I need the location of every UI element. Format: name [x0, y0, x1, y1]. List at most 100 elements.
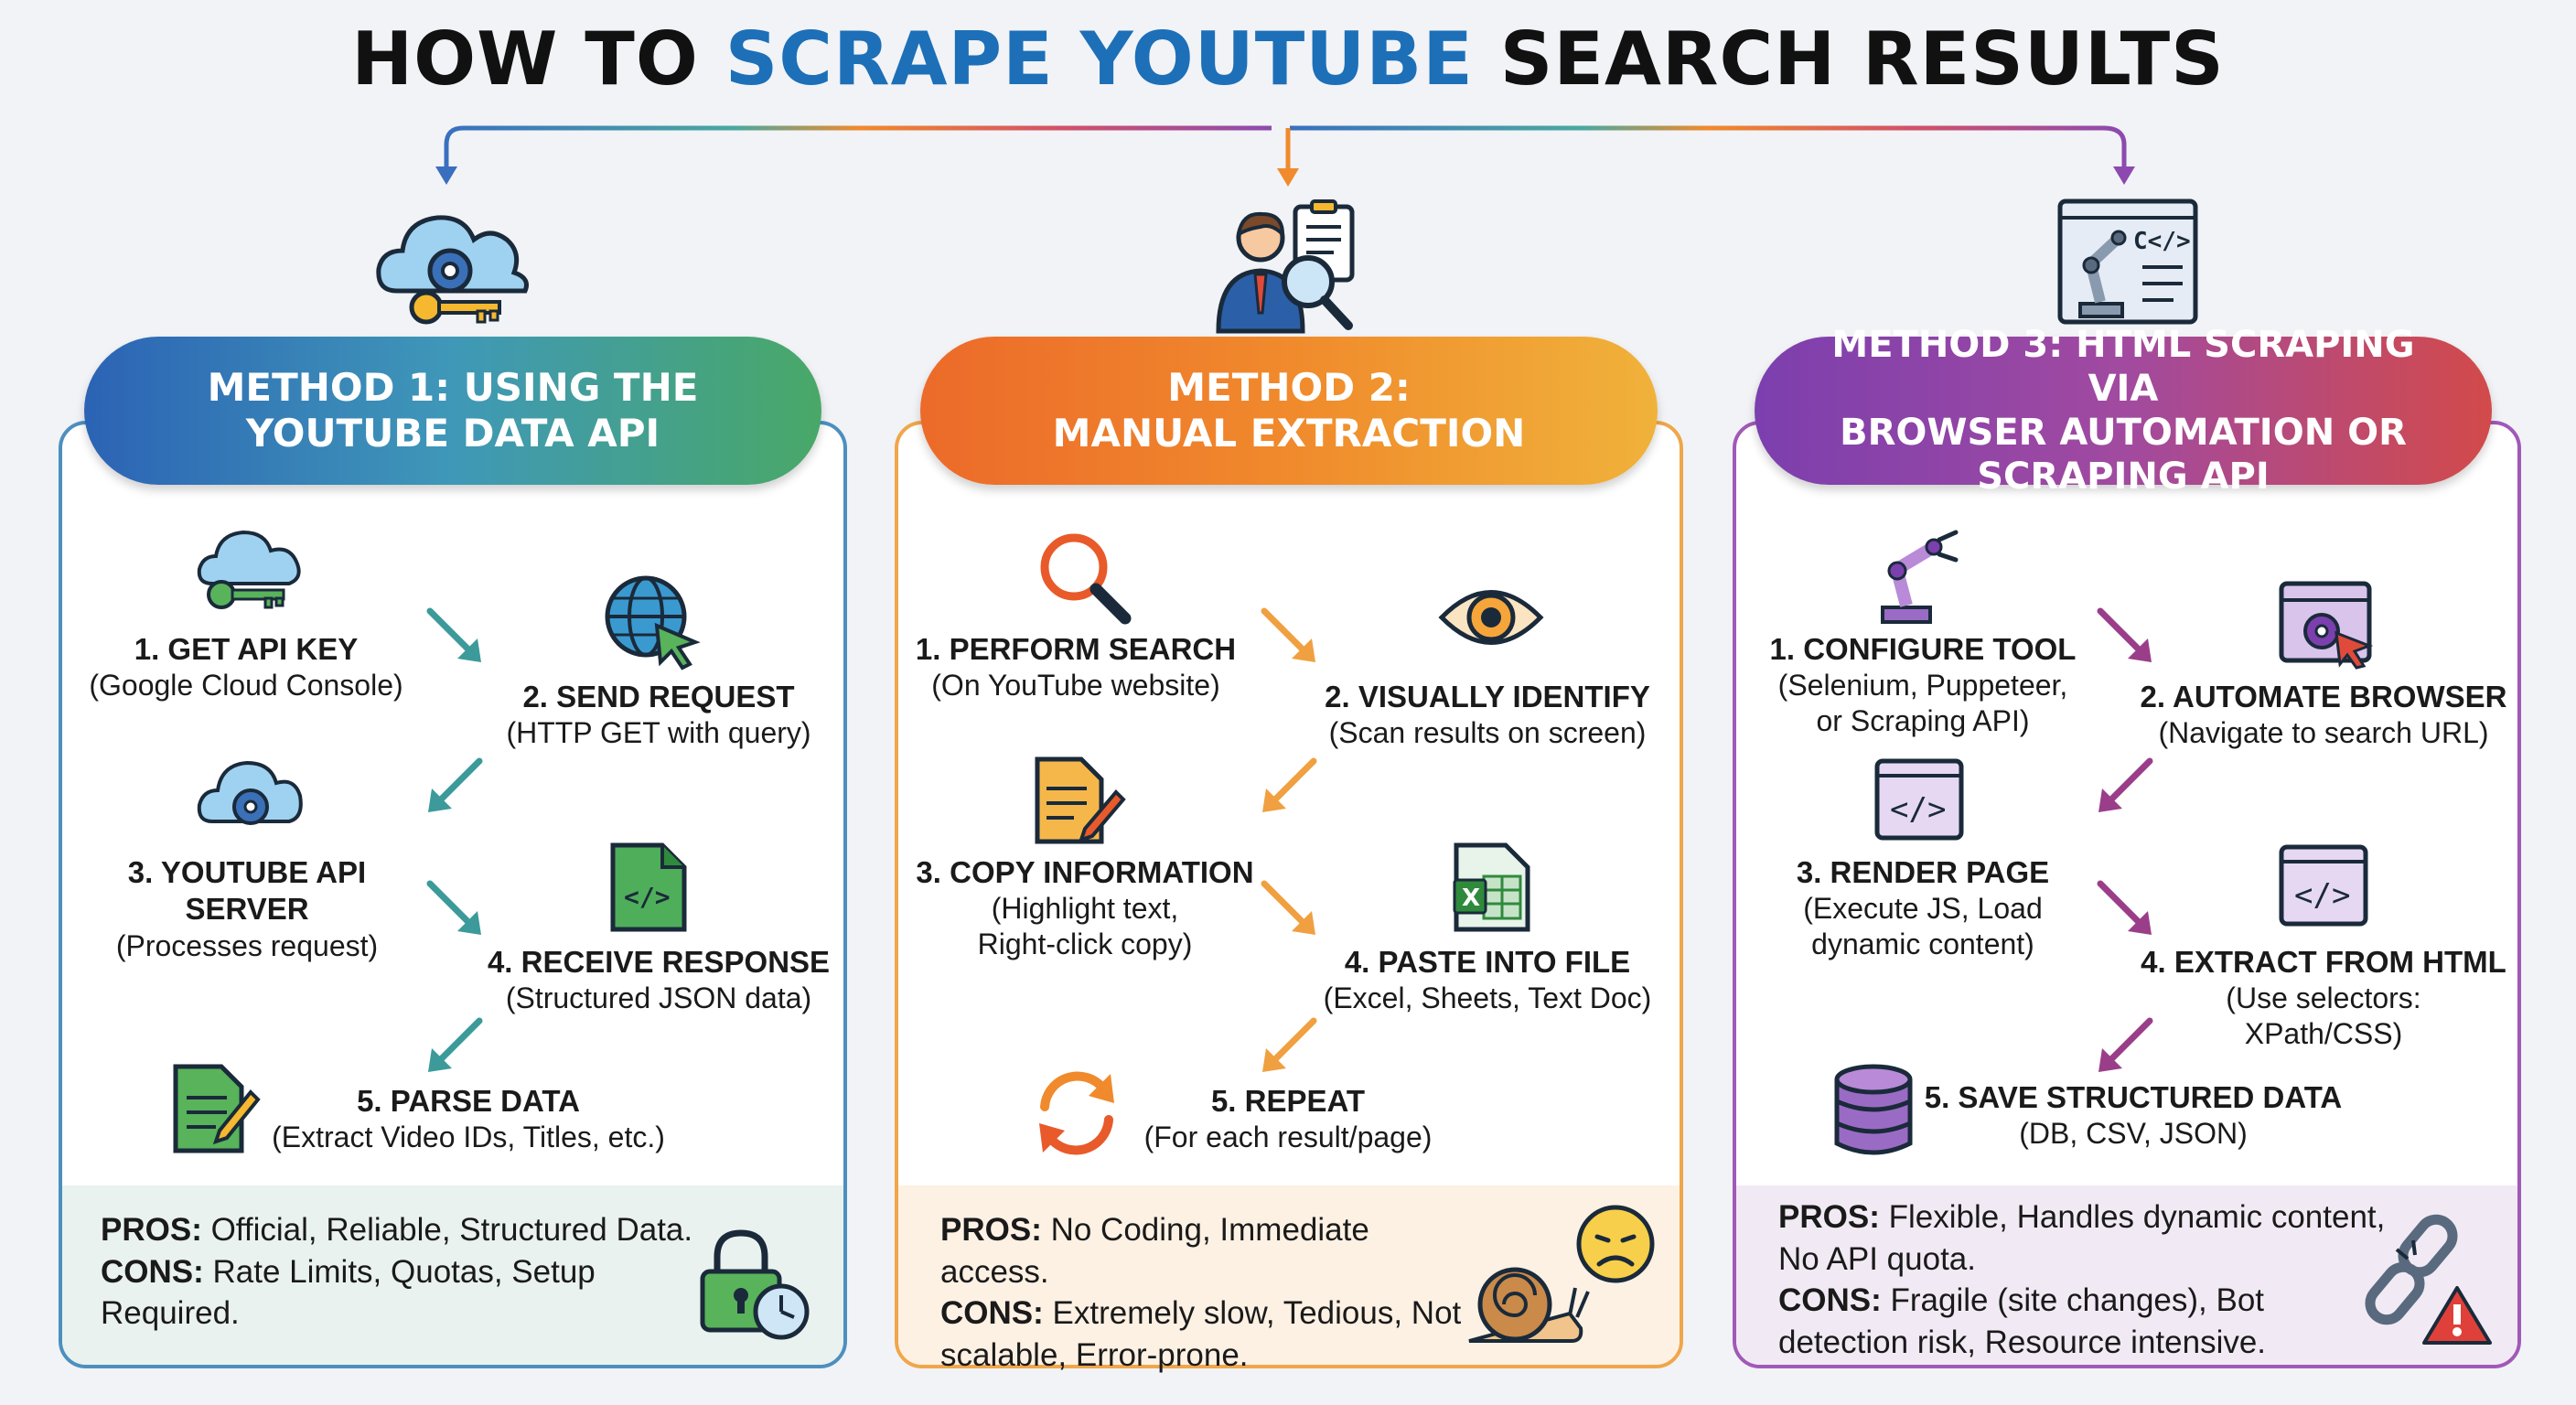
step-description: (Scan results on screen) [1328, 716, 1647, 750]
step-title: 1. GET API KEY [134, 632, 359, 666]
globe-cursor-icon [605, 575, 701, 670]
database-icon [1834, 1064, 1913, 1155]
method-3-pros-cons: PROS: Flexible, Handles dynamic content,… [1778, 1196, 2400, 1376]
arrow-down-left-icon [1262, 757, 1317, 812]
svg-text:C</>: C</> [2133, 228, 2191, 255]
method-2-step-1: 1. PERFORM SEARCH(On YouTube website) [902, 631, 1250, 703]
method-1-step-5: 5. PARSE DATA(Extract Video IDs, Titles,… [240, 1083, 697, 1155]
method-2-header-line: MANUAL EXTRACTION [1052, 411, 1526, 456]
step-description: (Processes request) [115, 928, 379, 962]
lock-clock-icon [700, 1229, 810, 1340]
eye-icon [1438, 590, 1544, 645]
cloud-gear-icon [197, 760, 303, 825]
method-2-header: METHOD 2:MANUAL EXTRACTION [920, 337, 1658, 485]
step-description: (Excel, Sheets, Text Doc) [1323, 981, 1652, 1015]
step-description: (Selenium, Puppeteer, [1777, 669, 2068, 702]
method-2-step-4: 4. PASTE INTO FILE(Excel, Sheets, Text D… [1304, 944, 1670, 1016]
title-highlight: SCRAPE YOUTUBE [724, 16, 1474, 102]
robot-arm-icon [1881, 530, 1959, 624]
arrow-down-right-icon [1261, 607, 1315, 662]
method-1-pros-cons: PROS: Official, Reliable, Structured Dat… [101, 1209, 723, 1389]
pros-text: No Coding, Immediate access. [940, 1212, 1369, 1290]
method-3-header-line: METHOD 3: HTML SCRAPING VIA [1831, 324, 2415, 410]
pros-line: PROS: Official, Reliable, Structured Dat… [101, 1209, 723, 1251]
step-title: 1. PERFORM SEARCH [915, 632, 1237, 666]
step-description: (Highlight text, [991, 892, 1179, 926]
svg-text:</>: </> [624, 882, 671, 912]
title-connectors [435, 125, 2135, 187]
step-title: 3. RENDER PAGE [1796, 855, 2050, 889]
step-description: (Extract Video IDs, Titles, etc.) [272, 1121, 665, 1154]
pros-label: PROS: [1778, 1199, 1880, 1235]
magnifier-icon [1040, 533, 1132, 625]
browser-gear-icon [2279, 581, 2374, 670]
method-1-header-line: YOUTUBE DATA API [245, 411, 660, 456]
page-title: HOW TO SCRAPE YOUTUBE SEARCH RESULTS [0, 16, 2576, 102]
step-description: (For each result/page) [1143, 1121, 1433, 1154]
method-2-step-2: 2. VISUALLY IDENTIFY(Scan results on scr… [1304, 679, 1670, 751]
step-title: 1. CONFIGURE TOOL [1769, 632, 2077, 666]
step-title: 4. PASTE INTO FILE [1344, 945, 1631, 979]
step-title: 2. AUTOMATE BROWSER [2140, 680, 2507, 713]
pros-label: PROS: [101, 1212, 202, 1248]
step-title: 3. COPY INFORMATION [916, 855, 1254, 889]
cons-label: CONS: [101, 1253, 204, 1290]
arrow-down-left-icon [428, 757, 483, 812]
code-file-icon: </> [610, 842, 687, 932]
method-3-step-5: 5. SAVE STRUCTURED DATA(DB, CSV, JSON) [1914, 1079, 2353, 1152]
method-3-header-line: BROWSER AUTOMATION OR [1840, 412, 2407, 454]
step-description: (Use selectors: [2226, 981, 2421, 1015]
step-description: (DB, CSV, JSON) [2019, 1117, 2248, 1151]
arrow-down-left-icon [2098, 757, 2153, 812]
title-suffix: SEARCH RESULTS [1473, 16, 2225, 102]
step-title: 2. SEND REQUEST [522, 680, 795, 713]
cons-line: CONS: Rate Limits, Quotas, Setup Require… [101, 1251, 723, 1335]
method-1-step-3: 3. YOUTUBE API SERVER(Processes request) [64, 854, 430, 964]
step-description: Right-click copy) [977, 928, 1193, 961]
step-title: 4. EXTRACT FROM HTML [2141, 945, 2506, 979]
title-prefix: HOW TO [351, 16, 725, 102]
excel-file-icon: X [1453, 842, 1530, 932]
document-pen-icon [1035, 756, 1126, 844]
method-2-step-5: 5. REPEAT(For each result/page) [1123, 1083, 1453, 1155]
step-description: (Execute JS, Load [1803, 892, 2043, 926]
arrow-down-left-icon [428, 1017, 483, 1072]
document-pencil-icon [173, 1064, 261, 1153]
method-2-header-line: METHOD 2: [1167, 364, 1411, 410]
broken-chain-warning-icon [2365, 1214, 2492, 1345]
arrow-down-left-icon [1262, 1017, 1317, 1072]
step-description: (Navigate to search URL) [2158, 716, 2489, 750]
robot-arm-code-screen-icon: C</> [2057, 198, 2198, 325]
cons-line: CONS: Fragile (site changes), Bot detect… [1778, 1280, 2400, 1363]
snail-sad-face-icon [1468, 1205, 1655, 1343]
method-1-step-1: 1. GET API KEY(Google Cloud Console) [59, 631, 434, 703]
cons-label: CONS: [1778, 1282, 1882, 1318]
arrow-down-right-icon [1261, 880, 1315, 935]
step-description: (Structured JSON data) [505, 981, 812, 1015]
method-3-step-4: 4. EXTRACT FROM HTML(Use selectors:XPath… [2131, 944, 2516, 1052]
svg-text:X: X [1462, 885, 1480, 912]
step-description: dynamic content) [1811, 928, 2034, 961]
code-window-icon: </> [2279, 844, 2368, 927]
arrow-down-right-icon [426, 607, 481, 662]
method-2-pros-cons: PROS: No Coding, Immediate access. CONS:… [940, 1209, 1480, 1389]
code-window-icon: </> [1874, 758, 1964, 841]
pros-text: Flexible, Handles dynamic content, No AP… [1778, 1199, 2386, 1277]
cons-line: CONS: Extremely slow, Tedious, Not scala… [940, 1292, 1480, 1376]
method-1-header-line: METHOD 1: USING THE [207, 364, 699, 410]
cons-text: Fragile (site changes), Bot detection ri… [1778, 1282, 2267, 1360]
pros-line: PROS: No Coding, Immediate access. [940, 1209, 1480, 1292]
step-description: (Google Cloud Console) [89, 669, 403, 702]
cons-label: CONS: [940, 1295, 1044, 1331]
arrow-down-right-icon [426, 880, 481, 935]
method-3-step-2: 2. AUTOMATE BROWSER(Navigate to search U… [2131, 679, 2516, 751]
step-description: (On YouTube website) [931, 669, 1220, 702]
refresh-icon [1039, 1071, 1114, 1155]
arrow-down-left-icon [2098, 1017, 2153, 1072]
pros-line: PROS: Flexible, Handles dynamic content,… [1778, 1196, 2400, 1280]
cloud-gear-key-icon [376, 215, 529, 325]
method-1-step-2: 2. SEND REQUEST(HTTP GET with query) [476, 679, 842, 751]
arrow-down-right-icon [2097, 607, 2152, 662]
